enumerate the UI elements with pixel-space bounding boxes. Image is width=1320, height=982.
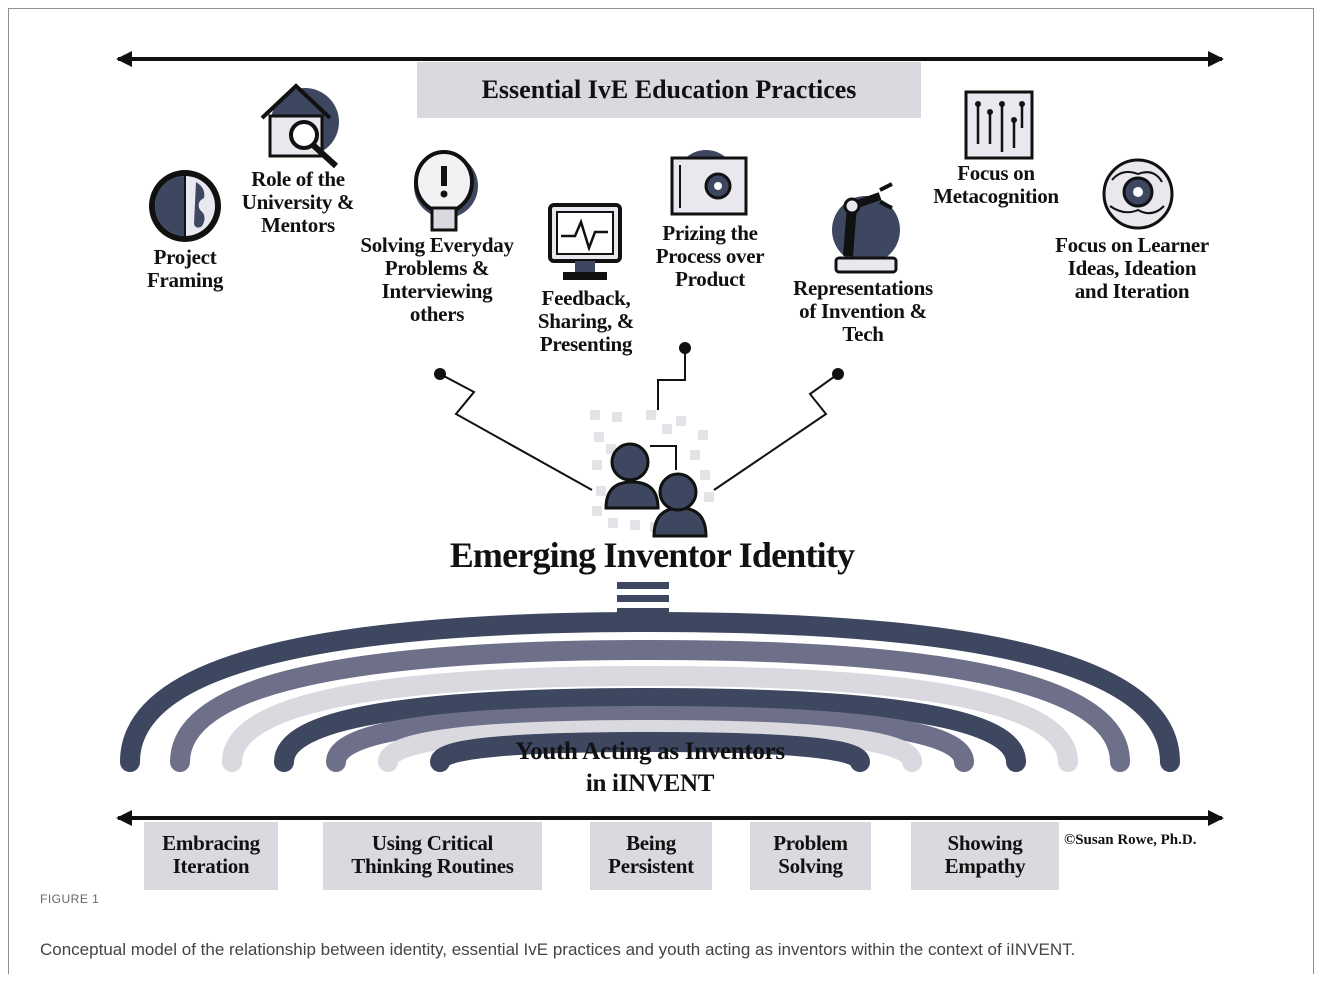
behavior-banner-being-persistent: Being Persistent (590, 822, 712, 890)
monitor-icon (548, 203, 622, 280)
practice-label-learner-ideas: Focus on Learner Ideas, Ideation and Ite… (1055, 233, 1209, 303)
stacked-bars (617, 582, 669, 615)
practice-label-role-university: Role of the University & Mentors (241, 167, 355, 237)
practice-label-representations: Representations of Invention & Tech (793, 276, 933, 346)
arches (120, 611, 1180, 772)
practice-label-metacognition: Focus on Metacognition (933, 161, 1059, 208)
behavior-banner-problem-solving: Problem Solving (750, 822, 871, 890)
behavior-banner-showing-empathy: Showing Empathy (911, 822, 1059, 890)
figure-frame (8, 8, 1314, 974)
blueprint-gear-icon (670, 150, 748, 216)
behavior-label: Showing Empathy (944, 831, 1026, 878)
behavior-label: Embracing Iteration (162, 831, 260, 878)
behavior-label: Using Critical Thinking Routines (351, 831, 514, 878)
figure-caption-text: Conceptual model of the relationship bet… (40, 940, 1076, 959)
practice-label-prizing-process: Prizing the Process over Product (655, 221, 765, 291)
robot-arm-icon (832, 182, 900, 274)
connector-right (713, 368, 844, 491)
practice-label-project-framing: Project Framing (146, 245, 224, 292)
header-banner: Essential IvE Education Practices (417, 62, 921, 118)
connector-middle (657, 342, 691, 410)
brain-gear-icon (1102, 158, 1174, 230)
practice-label-solving-problems: Solving Everyday Problems & Interviewing… (360, 233, 514, 326)
behavior-banner-embracing-iteration: Embracing Iteration (144, 822, 278, 890)
circuit-icon (964, 90, 1034, 160)
house-magnifier-icon (260, 83, 339, 169)
practice-label-feedback: Feedback, Sharing, & Presenting (537, 286, 635, 356)
behavior-label: Being Persistent (608, 831, 694, 878)
arch-title: Youth Acting as Inventors in iINVENT (515, 738, 785, 797)
header-title: Essential IvE Education Practices (481, 75, 857, 104)
people-icon (604, 442, 708, 538)
globe-icon (149, 170, 221, 242)
center-title: Emerging Inventor Identity (449, 535, 855, 575)
behavior-banner-critical-thinking: Using Critical Thinking Routines (323, 822, 542, 890)
figure-caption-label: FIGURE 1 (40, 892, 100, 906)
behavior-label: Problem Solving (773, 831, 848, 878)
lightbulb-icon (414, 150, 478, 232)
copyright: ©Susan Rowe, Ph.D. (1064, 832, 1197, 848)
connector-left (434, 368, 593, 491)
